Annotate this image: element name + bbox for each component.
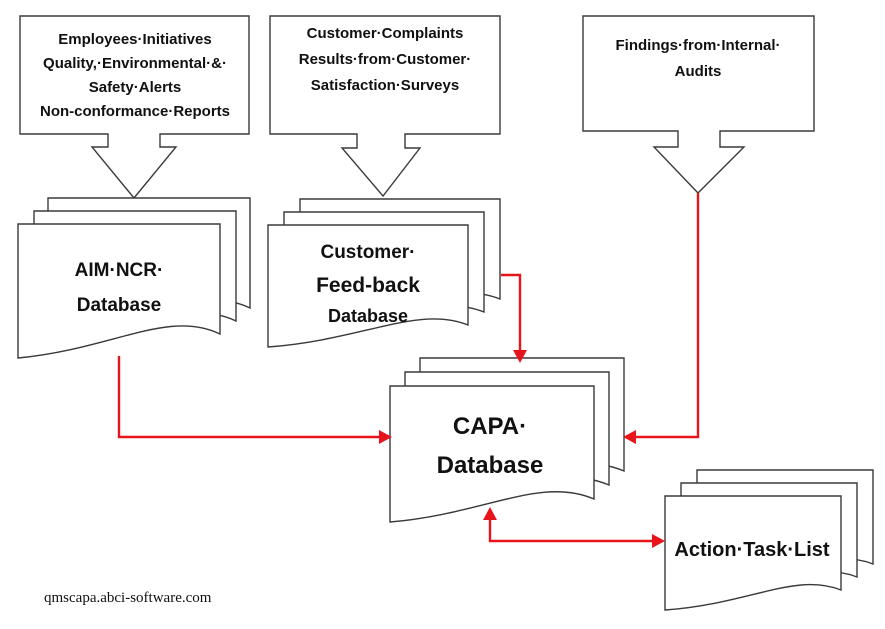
capa-label: Database bbox=[437, 452, 544, 479]
customer-source-callout: Customer·Complaints Results·from·Custome… bbox=[269, 15, 501, 198]
action-task-list-label: Action·Task·List bbox=[674, 539, 830, 561]
employees-source-callout: Employees·Initiatives Quality,·Environme… bbox=[19, 15, 250, 200]
employees-source-line: Safety·Alerts bbox=[89, 79, 182, 96]
audits-source-callout: Findings·from·Internal· Audits bbox=[582, 15, 815, 195]
capa-task-link-arrowhead-right bbox=[652, 534, 665, 548]
site-watermark: qmscapa.abci-software.com bbox=[44, 590, 212, 606]
audits-source-line: Audits bbox=[675, 63, 722, 80]
customer-feedback-label: Database bbox=[328, 306, 408, 326]
aim-ncr-label: AIM·NCR· bbox=[75, 260, 164, 281]
customer-feedback-label: Customer· bbox=[320, 242, 415, 263]
audits-to-capa-arrowhead bbox=[623, 430, 636, 444]
aim-ncr-label: Database bbox=[77, 295, 162, 316]
customer-feedback-database: Customer· Feed-back Database bbox=[267, 198, 501, 348]
customer-source-line: Results·from·Customer· bbox=[299, 51, 472, 68]
employees-source-line: Employees·Initiatives bbox=[58, 31, 211, 48]
capa-label: CAPA· bbox=[453, 413, 527, 440]
capa-database: CAPA· Database bbox=[389, 357, 625, 523]
capa-task-link-arrow bbox=[488, 518, 654, 543]
customer-to-capa-arrow bbox=[501, 273, 522, 352]
aim-to-capa-arrow bbox=[117, 356, 380, 439]
customer-source-line: Satisfaction·Surveys bbox=[311, 77, 459, 94]
customer-to-capa-arrowhead bbox=[513, 350, 527, 363]
audits-to-capa-arrow bbox=[635, 193, 700, 439]
flow-arrows bbox=[117, 193, 700, 548]
capa-task-link-arrowhead-up bbox=[483, 507, 497, 520]
employees-source-line: Quality,·Environmental·&· bbox=[43, 55, 227, 72]
aim-ncr-database: AIM·NCR· Database bbox=[17, 197, 251, 359]
aim-to-capa-arrowhead bbox=[379, 430, 392, 444]
customer-source-line: Customer·Complaints bbox=[307, 25, 464, 42]
action-task-list: Action·Task·List bbox=[664, 469, 874, 611]
audits-source-line: Findings·from·Internal· bbox=[616, 37, 781, 54]
customer-feedback-label: Feed-back bbox=[316, 274, 420, 297]
employees-source-line: Non-conformance·Reports bbox=[40, 103, 230, 120]
